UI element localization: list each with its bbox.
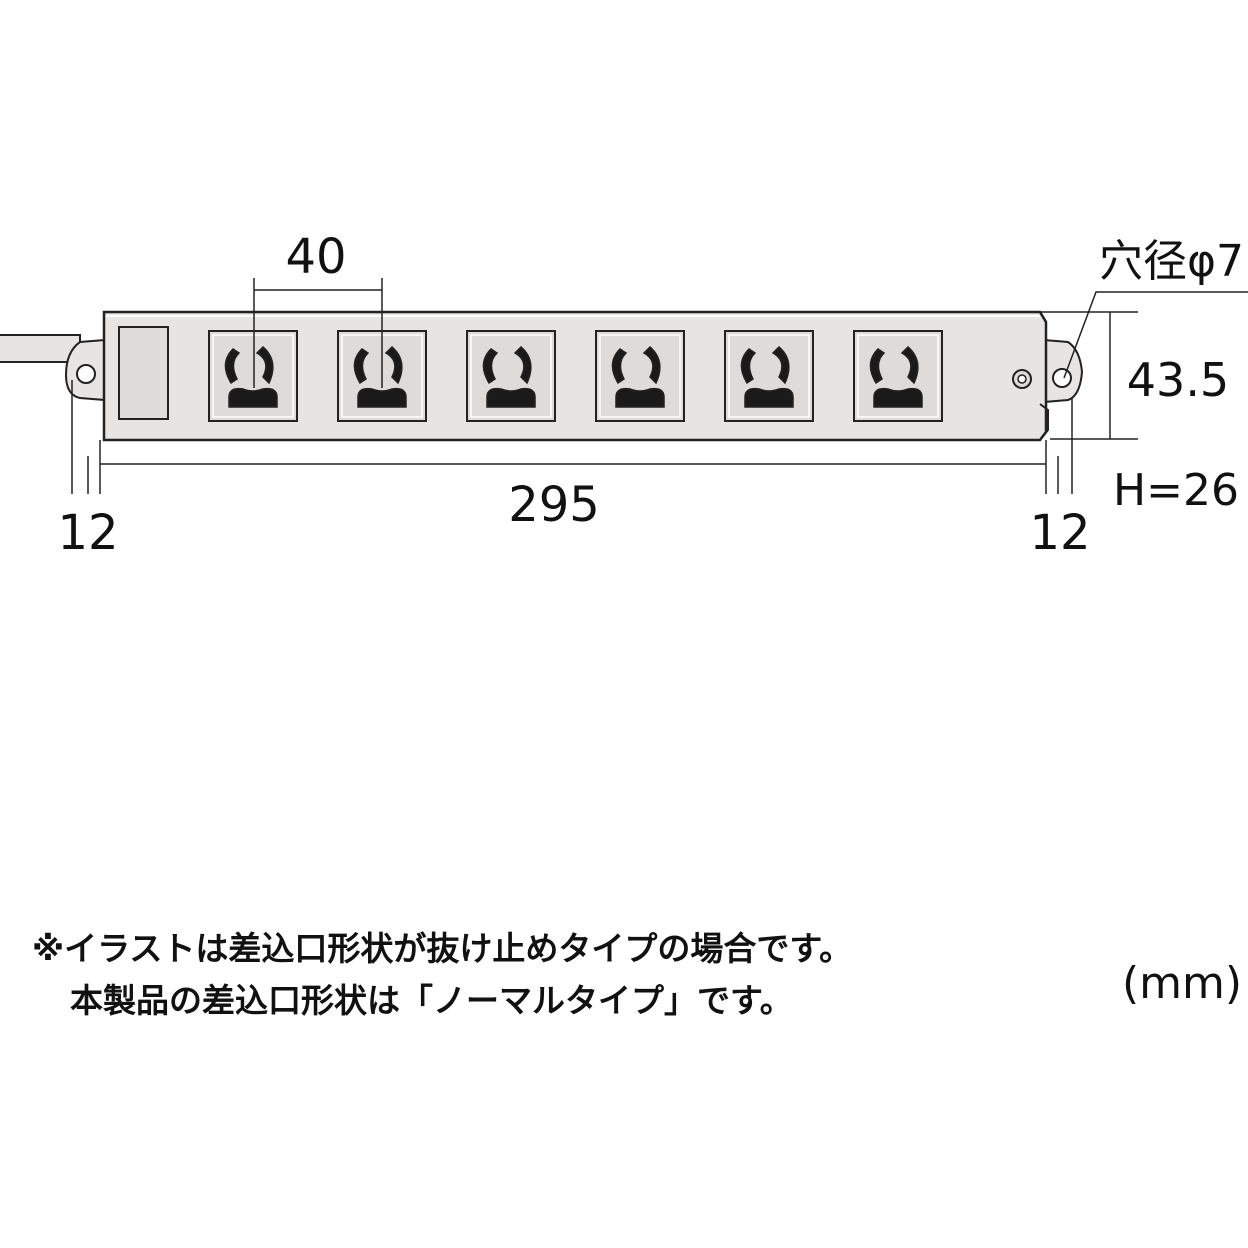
hole-leader-line xyxy=(1063,291,1248,379)
width-label: 43.5 xyxy=(1127,353,1229,407)
outlet-slot-left xyxy=(224,348,241,385)
pitch-label: 40 xyxy=(285,229,346,285)
left-mounting-hole xyxy=(76,364,96,384)
outlet-ground-hole xyxy=(228,387,278,408)
outlet-slot-right xyxy=(255,345,274,385)
outlet-slot-left xyxy=(353,348,370,385)
outlet-1 xyxy=(208,330,298,422)
outlet-5 xyxy=(724,330,814,422)
indicator-lamp xyxy=(1012,369,1032,389)
right-mounting-hole xyxy=(1052,368,1072,388)
outlet-slot-left xyxy=(869,348,886,385)
outlet-3 xyxy=(466,330,556,422)
height-label: H=26 xyxy=(1113,465,1239,516)
outlet-4 xyxy=(595,330,685,422)
outlet-ground-hole xyxy=(357,387,407,408)
outlet-6 xyxy=(853,330,943,422)
outlet-slot-right xyxy=(642,345,661,385)
outlet-ground-hole xyxy=(486,387,536,408)
outlet-ground-hole xyxy=(744,387,794,408)
outlet-ground-hole xyxy=(615,387,665,408)
outlet-slot-right xyxy=(384,345,403,385)
length-dimension xyxy=(71,380,1073,494)
outlet-slot-left xyxy=(611,348,628,385)
right-tab-label: 12 xyxy=(1029,505,1090,561)
outlet-slot-right xyxy=(900,345,919,385)
outlet-slot-left xyxy=(482,348,499,385)
hole-diameter-label: 穴径φ7 xyxy=(1099,236,1244,287)
outlet-slot-right xyxy=(513,345,532,385)
width-dimension xyxy=(1030,311,1138,440)
power-switch xyxy=(118,326,169,420)
note-line-2: 本製品の差込口形状は「ノーマルタイプ」です。 xyxy=(70,981,793,1020)
left-tab-label: 12 xyxy=(57,505,118,561)
unit-label: (mm) xyxy=(1121,958,1242,1009)
outlet-slot-left xyxy=(740,348,757,385)
outlet-slot-right xyxy=(771,345,790,385)
length-label: 295 xyxy=(508,477,600,533)
outlet-ground-hole xyxy=(873,387,923,408)
pitch-dimension xyxy=(253,278,383,388)
note-line-1: ※イラストは差込口形状が抜け止めタイプの場合です。 xyxy=(32,929,853,968)
